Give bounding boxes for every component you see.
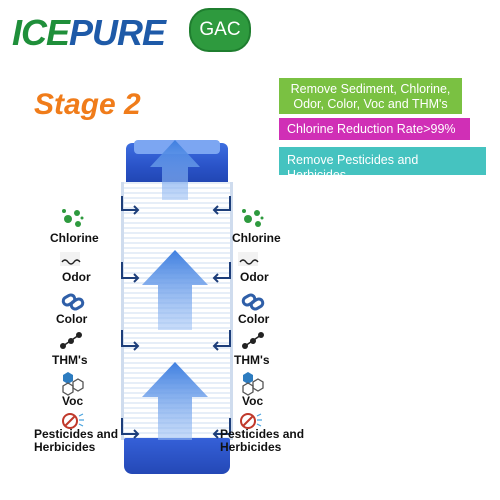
chlorine-molecule-icon xyxy=(62,209,84,227)
contaminant-label: Odor xyxy=(240,270,269,284)
upflow-arrow-top xyxy=(150,140,200,200)
feature-box-pesticides: Remove Pesticides and Herbicides xyxy=(279,147,486,182)
cartridge-bottom-cap xyxy=(124,438,230,474)
voc-hexagon-icon xyxy=(242,372,264,396)
contaminant-label: Chlorine xyxy=(50,231,99,245)
voc-hexagon-icon xyxy=(62,372,84,396)
brand-wordmark: ICEPURE xyxy=(12,12,166,54)
chlorine-molecule-icon xyxy=(242,209,264,227)
brand-ice: ICE xyxy=(12,12,70,53)
upflow-arrow-bottom xyxy=(142,362,208,440)
stage-title: Stage 2 xyxy=(34,88,141,121)
contaminant-label: THM's xyxy=(52,353,88,367)
odor-wave-icon xyxy=(238,252,259,266)
contaminant-label: Odor xyxy=(62,270,91,284)
feature-box-sediment: Remove Sediment, Chlorine, Odor, Color, … xyxy=(279,78,462,114)
contaminant-label: Voc xyxy=(242,394,264,408)
gac-badge: GAC xyxy=(189,8,251,52)
inflow-arrows-right xyxy=(212,196,231,439)
contaminant-label: Voc xyxy=(62,394,84,408)
contaminant-label: Chlorine xyxy=(232,231,281,245)
contaminant-label: Pesticides and Herbicides xyxy=(220,427,305,454)
odor-wave-icon xyxy=(60,252,81,266)
pesticide-spray-icon xyxy=(240,413,262,429)
contaminant-label: Color xyxy=(238,312,270,326)
brand-pure: PURE xyxy=(69,12,166,53)
thm-molecule-icon xyxy=(242,332,264,349)
contaminant-label: Color xyxy=(56,312,88,326)
thm-molecule-icon xyxy=(60,332,82,349)
color-chain-icon xyxy=(241,293,265,311)
upflow-arrow-middle xyxy=(142,250,208,330)
feature-box-chlorine-rate: Chlorine Reduction Rate>99% xyxy=(279,118,470,140)
pesticide-spray-icon xyxy=(62,413,84,429)
inflow-arrows-left xyxy=(121,196,140,439)
color-chain-icon xyxy=(61,293,85,311)
contaminant-label: THM's xyxy=(234,353,270,367)
contaminant-label: Pesticides and Herbicides xyxy=(34,427,119,454)
